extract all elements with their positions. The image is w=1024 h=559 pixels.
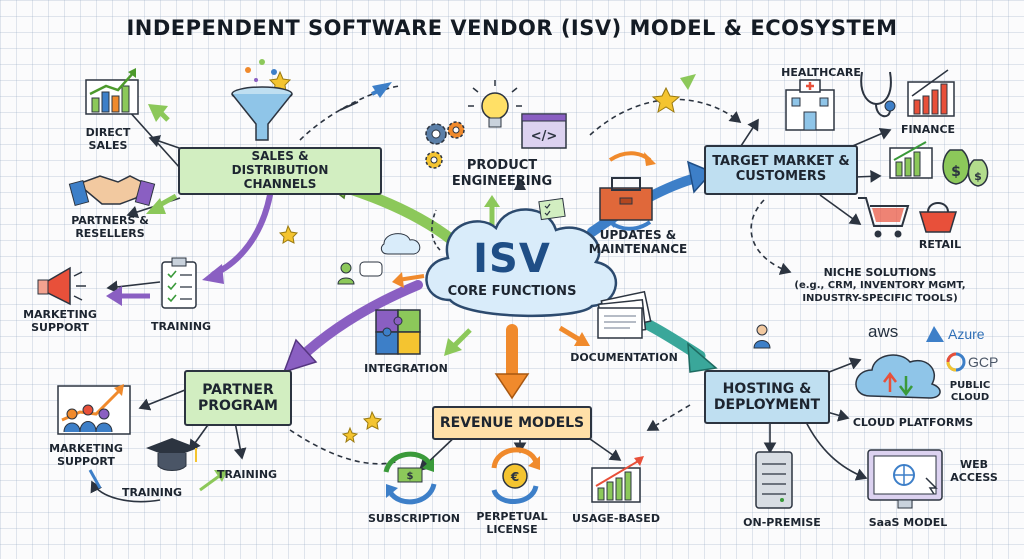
graduation-cap-icon [146,438,198,471]
usage-based-label: USAGE-BASED [572,512,660,525]
partner-marketing-support-label: MARKETING SUPPORT [49,442,123,469]
finance-label: FINANCE [900,123,956,136]
main-arrows [202,160,718,400]
aws-logo-label: aws [868,322,899,341]
revenue-models-label: REVENUE MODELS [439,414,585,431]
arrow-core-to-partner [295,280,423,363]
usage-chart-icon [591,456,644,503]
updates-maintenance-label: UPDATES & MAINTENANCE [588,228,688,257]
clipboard-icon [161,257,197,309]
shopping-cart-icon [858,197,910,238]
partner-program-box: PARTNER PROGRAM [184,370,292,426]
arrow-core-to-hosting-head [687,342,718,373]
sales-distribution-box: SALES & DISTRIBUTION CHANNELS [178,147,382,195]
sales-marketing-support-label: MARKETING SUPPORT [23,308,97,335]
niche-detail-1: (e.g., CRM, INVENTORY MGMT, [794,280,966,291]
bar-chart-icon [85,68,139,115]
gears-icon [425,121,465,169]
perpetual-license-label: PERPETUAL LICENSE [476,510,548,537]
partner-training-right-label: TRAINING [216,468,278,481]
saas-model-label: SaaS MODEL [868,516,948,529]
funnel-icon [231,59,293,141]
revenue-models-box: REVENUE MODELS [432,406,592,440]
subscription-icon: $ [383,451,437,505]
puzzle-icon [375,309,421,355]
subscription-label: SUBSCRIPTION [367,512,460,525]
retail-label: RETAIL [918,238,962,251]
documents-icon [597,290,652,339]
sales-distribution-label: SALES & DISTRIBUTION CHANNELS [231,149,329,191]
hosting-deployment-box: HOSTING & DEPLOYMENT [704,370,830,424]
basket-icon [918,202,958,233]
svg-text:€: € [510,470,519,484]
team-growth-icon [57,384,131,435]
direct-sales-label: DIRECT SALES [85,126,131,153]
niche-detail-2: INDUSTRY-SPECIFIC TOOLS) [802,293,958,304]
cloud-upload-icon [855,354,941,399]
growth-chart-icon [907,69,955,117]
code-window-icon: </> [521,113,567,149]
web-access-label: WEB ACCESS [950,458,998,485]
sales-training-label: TRAINING [150,320,212,333]
arrow-core-to-partner-head [282,338,318,374]
hospital-icon [785,79,835,131]
niche-solutions-label: NICHE SOLUTIONS [823,266,937,279]
azure-logo [926,326,944,342]
svg-text:$: $ [407,471,414,482]
partners-resellers-label: PARTNERS & RESELLERS [71,214,149,241]
core-subtitle: CORE FUNCTIONS [447,284,577,299]
page-title: INDEPENDENT SOFTWARE VENDOR (ISV) MODEL … [126,16,898,40]
target-market-box: TARGET MARKET & CUSTOMERS [704,145,858,195]
on-premise-label: ON-PREMISE [743,516,821,529]
documentation-label: DOCUMENTATION [570,351,678,364]
arrow-sales-to-training [211,192,273,277]
product-engineering-label: PRODUCT ENGINEERING [451,158,553,189]
toolbox-icon [599,177,653,221]
person-icon [753,324,771,349]
money-bags-icon: $ $ [889,141,989,187]
handshake-icon [68,175,156,207]
target-market-label: TARGET MARKET & CUSTOMERS [712,154,850,184]
megaphone-icon [37,266,86,306]
partner-program-label: PARTNER PROGRAM [198,381,278,414]
cloud-platforms-label: CLOUD PLATFORMS [852,416,974,429]
monitor-icon [867,449,943,509]
public-cloud-label: PUBLIC CLOUD [949,380,991,403]
arrow-core-to-revenue-head [494,373,530,400]
gcp-label: GCP [968,354,999,370]
azure-label: Azure [948,326,985,342]
star-icon [362,410,383,430]
star-icon [341,426,359,444]
svg-text:</>: </> [531,129,558,144]
checklist-icon [538,197,566,221]
stethoscope-icon [860,71,896,118]
gcp-logo [946,352,966,372]
decorative-arrows [88,70,696,492]
svg-text:$: $ [951,164,961,180]
healthcare-label: HEALTHCARE [781,66,861,79]
lightbulb-icon [468,80,522,128]
arrow-sales-to-training-head [202,264,224,284]
integration-label: INTEGRATION [364,362,448,375]
svg-text:$: $ [974,170,982,183]
chat-bubbles-icon [337,233,421,285]
core-title: ISV [473,236,551,282]
core-cloud [425,208,617,318]
server-icon [755,451,793,509]
partner-training-left-label: TRAINING [121,486,183,499]
hosting-deployment-label: HOSTING & DEPLOYMENT [713,380,821,413]
star-icon [278,224,299,244]
star-icon [651,86,681,114]
coin-icon: € [491,447,540,504]
